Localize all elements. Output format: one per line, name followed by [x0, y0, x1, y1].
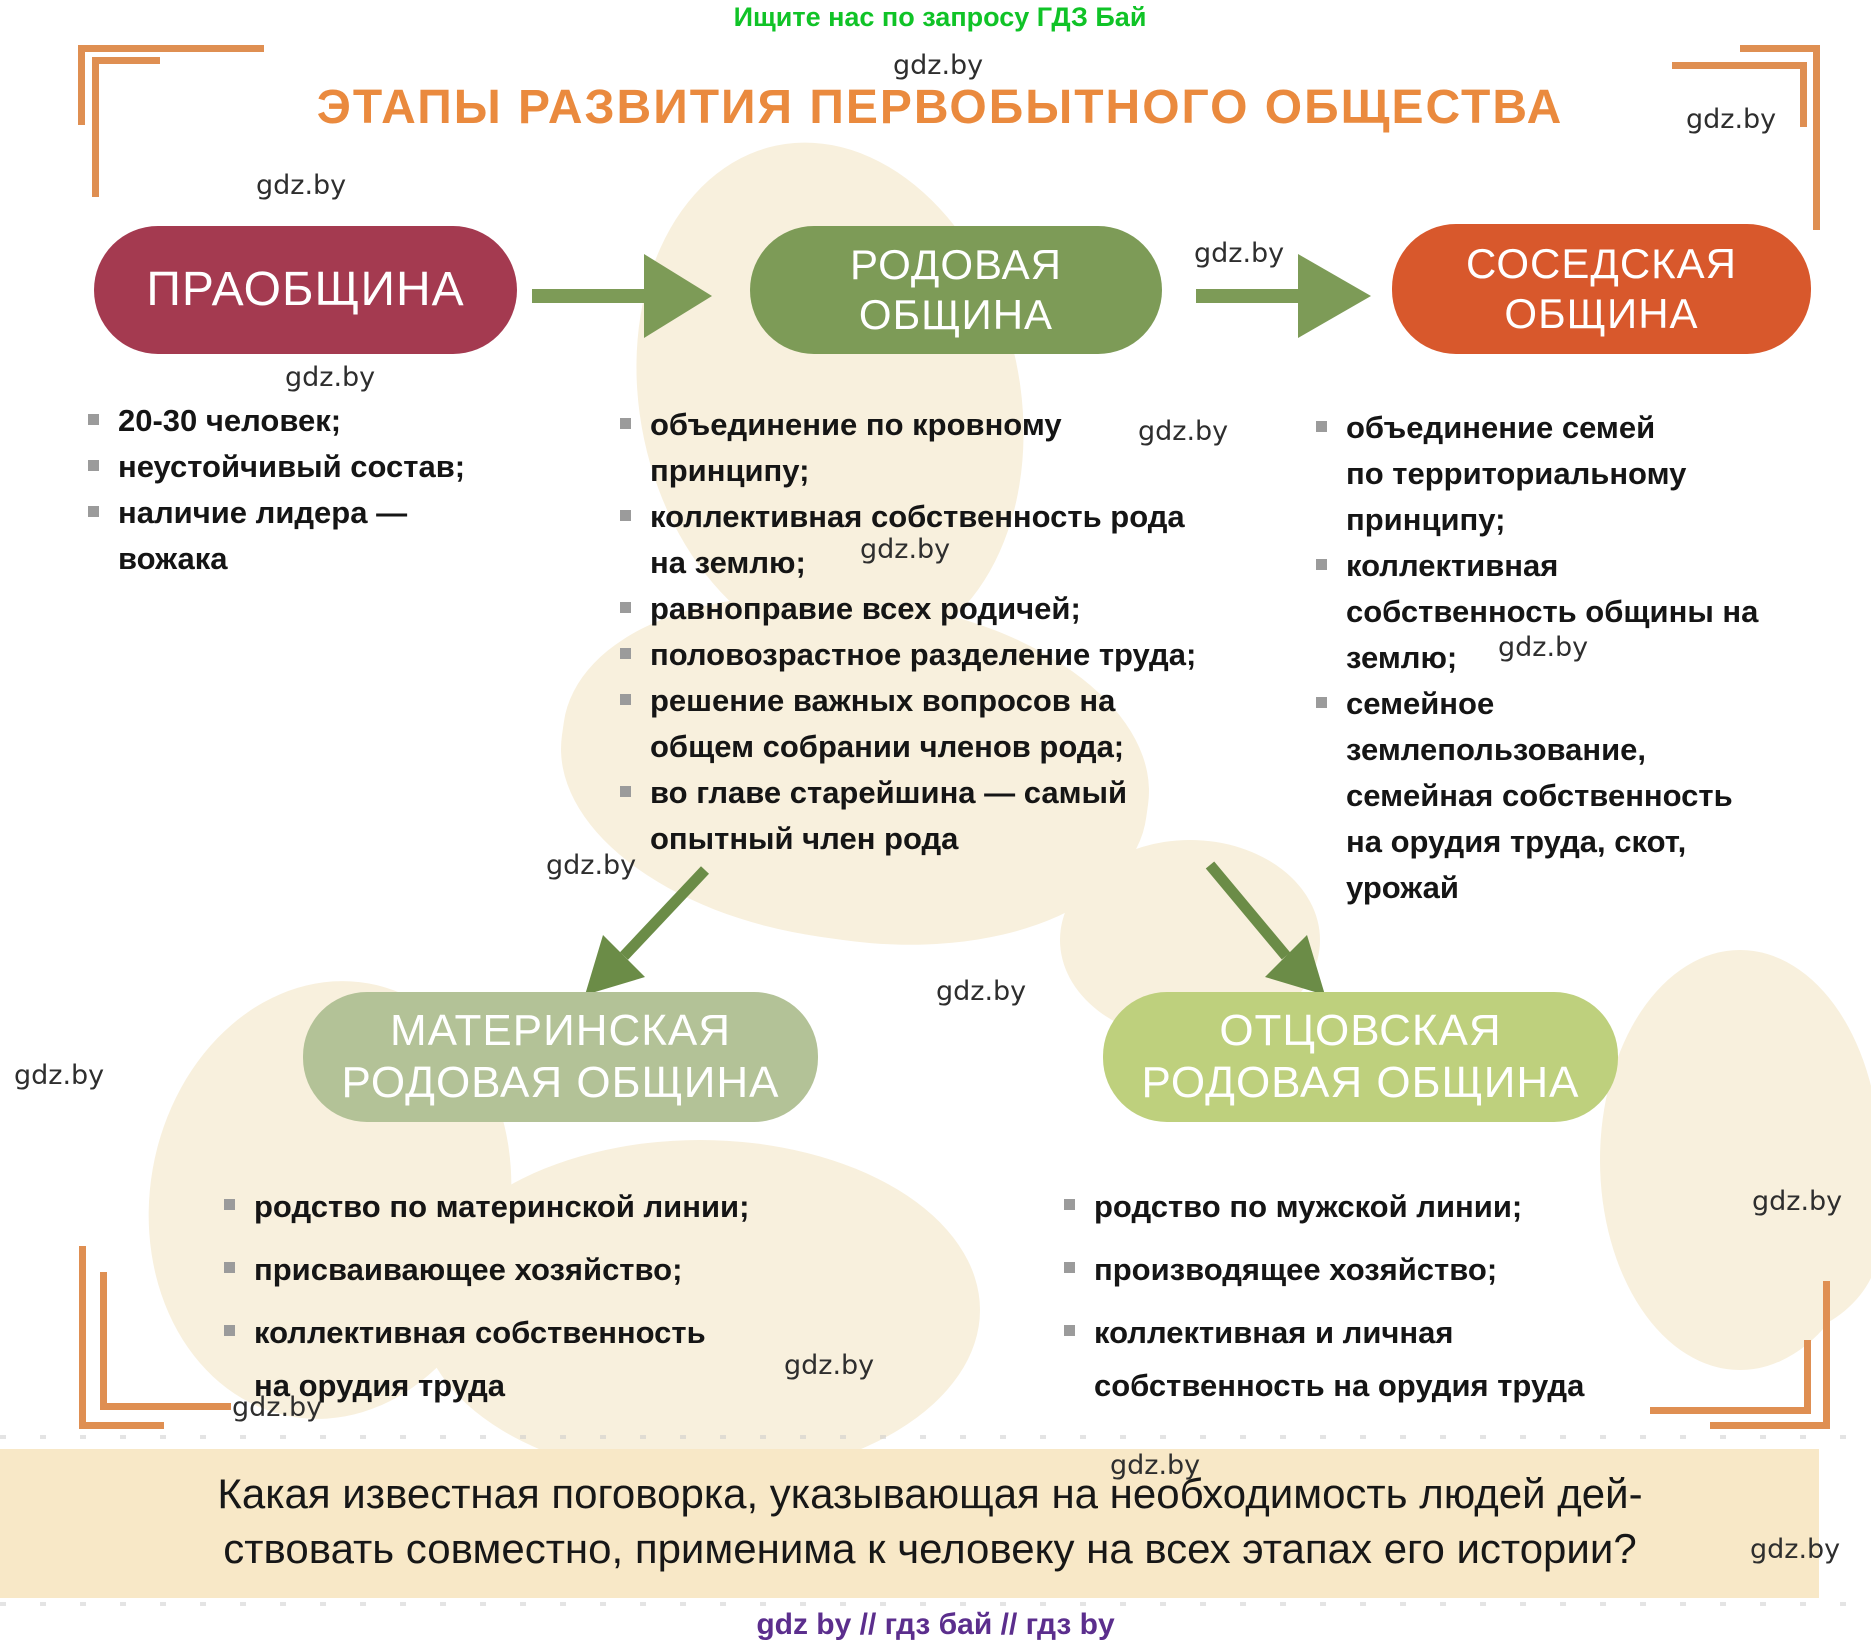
corner-bracket-top-left-outer [78, 45, 264, 125]
stage-label: ПРАОБЩИНА [146, 262, 465, 316]
bullet-square-icon [1064, 1325, 1075, 1336]
watermark: gdz.by [1194, 238, 1285, 269]
stage-label-line2: ОБЩИНА [858, 291, 1054, 338]
question-panel [0, 1449, 1819, 1598]
list-item: неустойчивый состав; [88, 444, 518, 490]
materinskaya-feature-list: родство по материнской линии; присваиваю… [224, 1180, 804, 1422]
stage-materinskaya-pill: МАТЕРИНСКАЯ РОДОВАЯ ОБЩИНА [303, 992, 818, 1122]
list-item: решение важных вопросов на общем собрани… [620, 678, 1200, 770]
list-item: 20-30 человек; [88, 398, 518, 444]
list-item: семейное землепользование, семейная собс… [1316, 681, 1766, 911]
bullet-square-icon [620, 510, 631, 521]
arrow-right-icon [1196, 254, 1371, 338]
watermark: gdz.by [232, 1392, 323, 1423]
arrow-down-right-icon [1205, 861, 1325, 995]
list-item: родство по материнской линии; [224, 1180, 804, 1233]
watermark: gdz.by [1498, 632, 1589, 663]
question-line-1: Какая известная поговорка, указывающая н… [217, 1470, 1643, 1517]
background-blob [420, 1140, 980, 1480]
list-item: коллективная собственность рода на землю… [620, 494, 1200, 586]
watermark: gdz.by [546, 850, 637, 881]
list-item: во главе старейшина — самый опытный член… [620, 770, 1200, 862]
bullet-square-icon [1316, 421, 1327, 432]
list-item: присваивающее хозяйство; [224, 1243, 804, 1296]
footer-links: gdz by // гдз бай // гдз by [756, 1608, 1115, 1641]
stage-praobshchina-pill: ПРАОБЩИНА [94, 226, 517, 354]
bullet-square-icon [1316, 559, 1327, 570]
list-item: коллективная и личная собственность на о… [1064, 1306, 1644, 1412]
corner-bracket-bottom-left-outer [79, 1246, 164, 1429]
bullet-square-icon [620, 648, 631, 659]
stage-label-line2: РОДОВАЯ ОБЩИНА [1141, 1058, 1580, 1107]
list-item: объединение семей по территориальному пр… [1316, 405, 1766, 543]
watermark: gdz.by [14, 1060, 105, 1091]
sosedskaya-feature-list: объединение семей по территориальному пр… [1316, 405, 1766, 911]
dotted-separator [0, 1602, 1871, 1606]
question-text: Какая известная поговорка, указывающая н… [150, 1466, 1710, 1576]
bullet-square-icon [620, 602, 631, 613]
stage-label-line1: РОДОВАЯ [850, 241, 1062, 289]
list-item: равноправие всех родичей; [620, 586, 1200, 632]
watermark: gdz.by [860, 534, 951, 565]
list-item: объединение по кровному принципу; [620, 402, 1200, 494]
bullet-square-icon [1064, 1262, 1075, 1273]
watermark: gdz.by [1752, 1186, 1843, 1217]
bullet-square-icon [1064, 1199, 1075, 1210]
promo-text: Ищите нас по запросу ГДЗ Бай [733, 2, 1147, 32]
corner-bracket-bottom-left-inner [100, 1272, 231, 1410]
page-title: ЭТАПЫ РАЗВИТИЯ ПЕРВОБЫТНОГО ОБЩЕСТВА [316, 81, 1564, 134]
stage-label-line1: ОТЦОВСКАЯ [1219, 1006, 1502, 1056]
stage-sosedskaya-pill: СОСЕДСКАЯ ОБЩИНА [1392, 224, 1811, 354]
list-item: коллективная собственность на орудия тру… [224, 1306, 804, 1412]
bullet-square-icon [224, 1325, 235, 1336]
watermark: gdz.by [784, 1350, 875, 1381]
rodovaya-feature-list: объединение по кровному принципу; коллек… [620, 402, 1200, 862]
watermark: gdz.by [1138, 416, 1229, 447]
list-item: коллективная собственность общины на зем… [1316, 543, 1766, 681]
list-item: родство по мужской линии; [1064, 1180, 1644, 1233]
watermark: gdz.by [1110, 1450, 1201, 1481]
dotted-separator [0, 1435, 1871, 1439]
stage-label-line2: ОБЩИНА [1504, 290, 1699, 337]
bullet-square-icon [1316, 697, 1327, 708]
stage-label-line1: СОСЕДСКАЯ [1465, 240, 1737, 288]
arrow-down-left-icon [585, 866, 710, 995]
arrow-right-icon [532, 254, 712, 338]
corner-bracket-bottom-right-inner [1650, 1340, 1811, 1414]
bullet-square-icon [620, 786, 631, 797]
bullet-square-icon [224, 1199, 235, 1210]
watermark: gdz.by [1750, 1534, 1841, 1565]
watermark: gdz.by [1686, 104, 1777, 135]
list-item: производящее хозяйство; [1064, 1243, 1644, 1296]
bullet-square-icon [224, 1262, 235, 1273]
background-blob [1640, 1140, 1871, 1340]
praobshchina-feature-list: 20-30 человек; неустойчивый состав; нали… [88, 398, 518, 582]
stage-label-line1: МАТЕРИНСКАЯ [389, 1006, 732, 1056]
bullet-square-icon [88, 506, 99, 517]
corner-bracket-top-left-inner [92, 57, 160, 197]
watermark: gdz.by [256, 170, 347, 201]
watermark: gdz.by [893, 50, 984, 81]
bullet-square-icon [88, 460, 99, 471]
stage-label-line2: РОДОВАЯ ОБЩИНА [341, 1058, 780, 1107]
bullet-square-icon [620, 694, 631, 705]
corner-bracket-bottom-right-outer [1710, 1281, 1830, 1429]
watermark: gdz.by [936, 976, 1027, 1007]
question-line-2: ствовать совместно, применима к человеку… [223, 1525, 1637, 1572]
stage-rodovaya-pill: РОДОВАЯ ОБЩИНА [750, 226, 1162, 354]
bullet-square-icon [88, 414, 99, 425]
watermark: gdz.by [285, 362, 376, 393]
otsovskaya-feature-list: родство по мужской линии; производящее х… [1064, 1180, 1644, 1422]
bullet-square-icon [620, 418, 631, 429]
stage-otsovskaya-pill: ОТЦОВСКАЯ РОДОВАЯ ОБЩИНА [1103, 992, 1618, 1122]
list-item: наличие лидера — вожака [88, 490, 518, 582]
corner-bracket-top-right-outer [1740, 45, 1820, 230]
list-item: половозрастное разделение труда; [620, 632, 1200, 678]
corner-bracket-top-right-inner [1672, 62, 1807, 127]
